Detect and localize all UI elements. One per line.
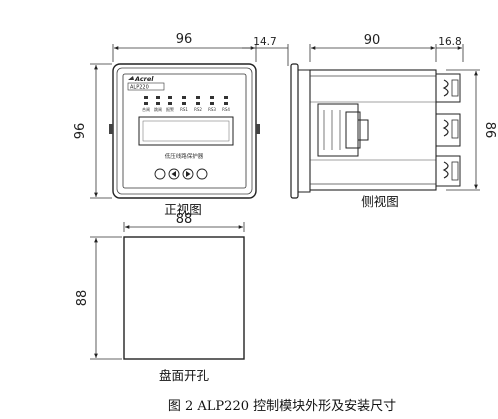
led-row: 合闸 跳闸 报警 RS1 RS2 RS3 RS4 [142,96,230,112]
cutout-width-label: 88 [176,212,193,227]
cutout-height-dimension: 88 [75,236,122,360]
terminal-block [435,155,461,187]
side-terminal-dimension: 16.8 [436,36,464,62]
side-body [309,69,437,191]
side-depth-dimension: 90 [309,33,437,62]
front-bezel-dimension: 14.7 [242,36,289,66]
led-label: 跳闸 [154,106,162,112]
right-arrow-icon [186,171,191,177]
side-view-caption: 侧视图 [361,194,399,209]
left-button[interactable] [168,168,180,180]
led-indicator [182,102,186,105]
menu-button[interactable] [154,168,166,180]
product-name: 低压线路保护器 [165,152,204,160]
left-arrow-icon [171,171,176,177]
side-depth-label: 90 [364,33,381,48]
figure-caption: 图 2 ALP220 控制模块外形及安装尺寸 [168,399,396,414]
led-indicator [224,96,228,99]
enter-button[interactable] [196,168,208,180]
led-indicator [196,102,200,105]
terminal-block [435,113,461,147]
led-indicator [144,102,148,105]
led-indicator [210,102,214,105]
brand-text: Acrel [134,75,154,83]
front-width-label: 96 [176,32,193,47]
led-indicator [224,102,228,105]
mounting-clip [317,103,369,157]
led-indicator [156,96,160,99]
led-indicator [168,96,172,99]
front-width-dimension: 96 [112,32,257,62]
led-label: RS4 [222,107,230,112]
model-label: ALP220 [130,85,149,91]
front-view: 96 14.7 96 Acrel ALP220 [73,32,289,217]
right-button[interactable] [182,168,194,180]
led-label: 合闸 [142,106,150,112]
led-indicator [210,96,214,99]
side-flange [297,69,311,193]
model-box [127,82,165,91]
terminal-block [435,73,461,103]
side-height-label: 86 [482,122,497,139]
side-bezel [290,63,299,199]
led-indicator [156,102,160,105]
front-right-clip [256,124,260,134]
cutout-caption: 盘面开孔 [159,368,210,383]
led-label: 报警 [166,106,174,112]
front-panel [122,73,247,189]
cutout-view: 88 88 盘面开孔 [75,212,245,383]
front-height-label: 96 [73,123,88,140]
led-label: RS3 [208,107,216,112]
terminal-blocks [435,73,461,187]
led-label: RS2 [194,107,202,112]
front-view-caption: 正视图 [164,202,202,217]
cutout-rect [123,236,245,360]
lcd-window [138,116,234,146]
side-height-dimension: 86 [446,69,497,191]
front-height-dimension: 96 [73,63,112,199]
front-bezel-inner [116,67,253,195]
led-indicator [182,96,186,99]
cutout-height-label: 88 [75,290,90,307]
side-view: 90 16.8 86 [290,33,497,209]
keypad [154,168,208,180]
bezel-thickness-label: 14.7 [253,36,276,48]
led-label: RS1 [180,107,188,112]
led-indicator [168,102,172,105]
side-terminal-label: 16.8 [438,36,461,48]
front-left-clip [109,124,113,134]
cutout-width-dimension: 88 [123,212,245,232]
led-indicator [196,96,200,99]
brand-logo: Acrel [128,75,154,83]
led-indicator [144,96,148,99]
lcd-screen [142,120,230,142]
